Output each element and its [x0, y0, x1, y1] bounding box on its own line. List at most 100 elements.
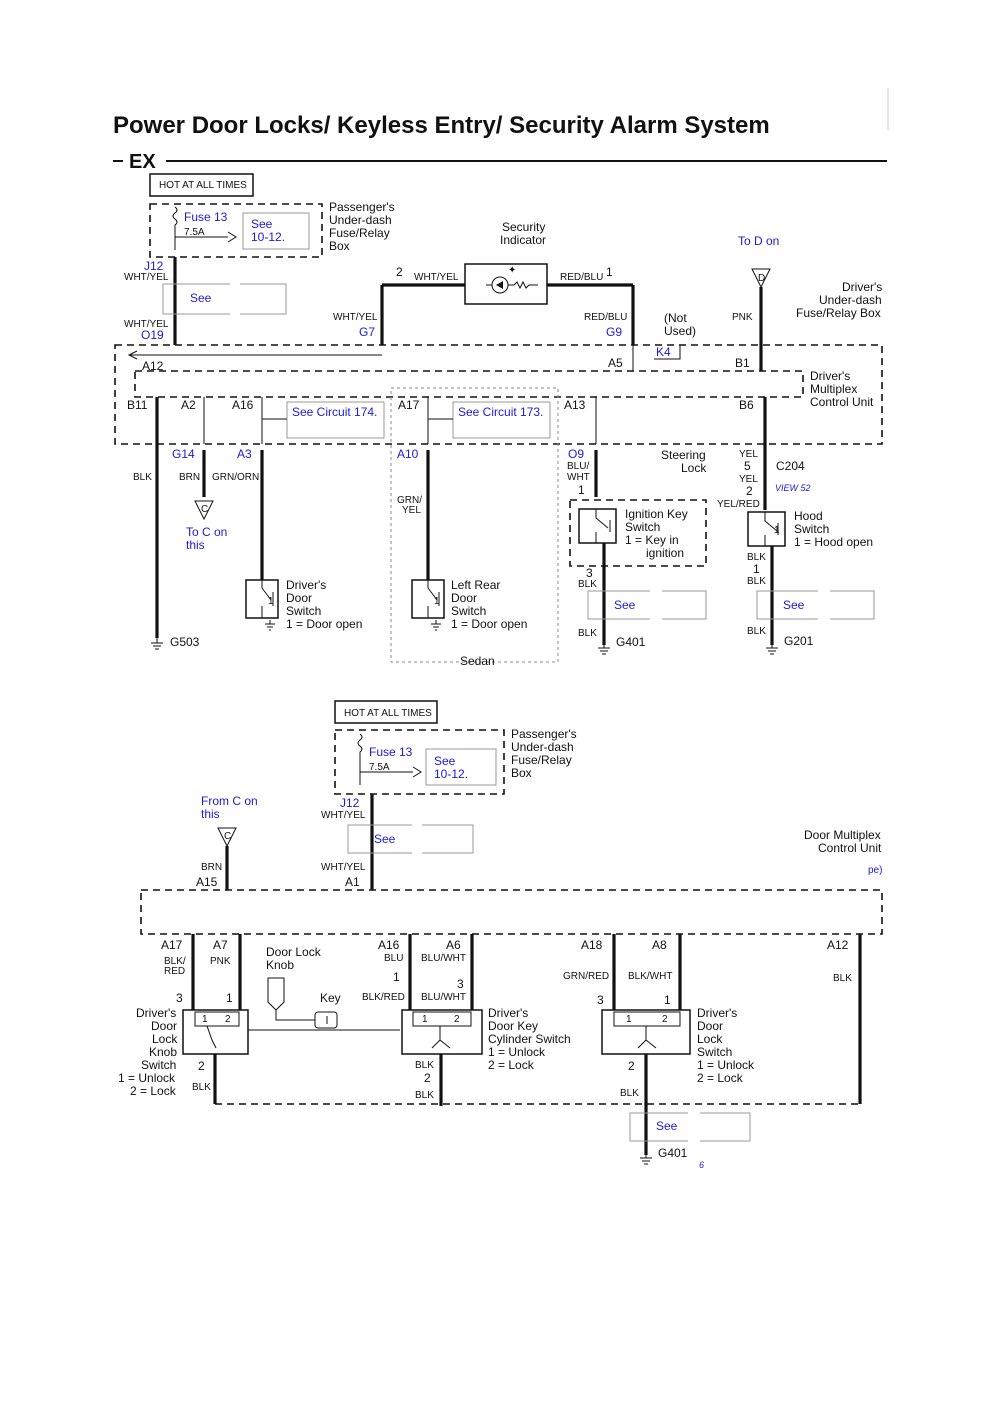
wire-label-wht: WHT [567, 472, 590, 483]
security-indicator-label-2: Indicator [500, 233, 546, 247]
see-circuit-173[interactable]: See Circuit 173. [458, 405, 543, 419]
knob-switch-label-4: Knob [149, 1045, 177, 1059]
wire-label-blk-slash: BLK/ [164, 956, 186, 967]
wire-label-pnk-1: PNK [732, 312, 753, 323]
pin-1-ind: 1 [606, 265, 613, 279]
dls-label-4: Switch [697, 1045, 732, 1059]
wire-label-yel-3: YEL [739, 474, 758, 485]
wire-label-blk-9: BLK [415, 1090, 434, 1101]
hood-switch [747, 511, 786, 547]
pin-1-dds: 1 [268, 596, 274, 607]
key-icon [314, 1011, 338, 1029]
pin-1-dls: 1 [664, 993, 671, 1007]
wire-label-blk-b11: BLK [133, 472, 152, 483]
fuse-see-2[interactable]: See [434, 754, 456, 768]
see-box-1 [162, 283, 287, 315]
door-lock-knob-1: Door Lock [266, 945, 322, 959]
knob-switch-label-2: Door [151, 1019, 177, 1033]
conn-b11: B11 [127, 398, 148, 412]
fuse-see-page-2[interactable]: 10-12. [434, 767, 468, 781]
fuse-box-label-4: Box [329, 239, 350, 253]
pin-2-dls-in: 2 [662, 1014, 668, 1025]
from-c-link-1[interactable]: From C on [201, 794, 258, 808]
wire-label-blk-2: BLK [578, 579, 597, 590]
conn-a16-bottom: A16 [378, 938, 400, 952]
ground-g401-top: G401 [616, 635, 646, 649]
conn-a6: A6 [446, 938, 461, 952]
cyl-label-2: Door Key [488, 1019, 538, 1033]
conn-c204: C204 [776, 459, 805, 473]
wire-label-blkred: BLK/RED [362, 992, 405, 1003]
page-title: Power Door Locks/ Keyless Entry/ Securit… [113, 112, 770, 139]
see-link-1[interactable]: See [190, 291, 212, 305]
see-link-hood[interactable]: See [783, 598, 805, 612]
wire-label-whtyel-4: WHT/YEL [333, 312, 378, 323]
hot-label-2: HOT AT ALL TIMES [344, 708, 432, 719]
security-indicator-label-1: Security [502, 220, 545, 234]
wire-label-grnred: GRN/RED [563, 971, 609, 982]
conn-a1: A1 [345, 875, 360, 889]
fuse-relay-box [149, 203, 323, 258]
wire-label-whtyel-1: WHT/YEL [124, 272, 169, 283]
dls-label-2: Door [697, 1019, 723, 1033]
fuse-see-page[interactable]: 10-12. [251, 230, 285, 244]
fuse-box-label-3: Fuse/Relay [329, 226, 390, 240]
d-letter: D [758, 273, 765, 284]
svg-text:✦: ✦ [508, 265, 516, 276]
ground-g201: G201 [784, 634, 814, 648]
door-mcu-outline [140, 889, 883, 935]
wire-label-redblu-2: RED/BLU [584, 312, 627, 323]
from-c-link-2[interactable]: this [201, 807, 220, 821]
drivers-fuse-box-outline [114, 344, 883, 445]
see-link-2[interactable]: See [374, 832, 396, 846]
ign-label-1: Ignition Key [625, 507, 688, 521]
c-letter-bottom: C [224, 831, 231, 842]
hot-at-all-times-box [149, 173, 254, 197]
fuse-arrow [175, 231, 237, 243]
wire-label-blk-3: BLK [578, 628, 597, 639]
see-circuit-174[interactable]: See Circuit 174. [292, 405, 377, 419]
door-lock-knob-icon [267, 977, 285, 1011]
lrds-label-2: Door [451, 591, 477, 605]
conn-o9: O9 [568, 447, 584, 461]
wire-label-blk-11: BLK [833, 973, 852, 984]
wire-label-bluwht-2: BLU/WHT [421, 992, 466, 1003]
knob-switch-label-7: 2 = Lock [130, 1084, 177, 1098]
to-c-link-2[interactable]: this [186, 538, 205, 552]
see-link-ign[interactable]: See [614, 598, 636, 612]
conn-a2: A2 [181, 398, 196, 412]
ign-label-3: 1 = Key in [625, 533, 679, 547]
d-triangle-icon [751, 268, 771, 289]
pin-3-knob: 3 [176, 991, 183, 1005]
ground-icon [265, 620, 275, 631]
conn-b6: B6 [739, 398, 754, 412]
to-c-link-1[interactable]: To C on [186, 525, 227, 539]
fuse-box-label-1: Passenger's [329, 200, 395, 214]
conn-a17-top: A17 [398, 398, 420, 412]
mcu-label-3: Control Unit [810, 395, 874, 409]
conn-b1: B1 [735, 356, 750, 370]
cyl-label-5: 2 = Lock [488, 1058, 535, 1072]
see-link-dls[interactable]: See [656, 1119, 678, 1133]
fuse-rating-2: 7.5A [369, 762, 390, 773]
cyl-label-1: Driver's [488, 1006, 528, 1020]
conn-j12-2: J12 [340, 796, 360, 810]
fuse-name-2: Fuse 13 [369, 745, 413, 759]
dds-label-2: Door [286, 591, 312, 605]
wire-label-red: RED [164, 966, 185, 977]
conn-a18: A18 [581, 938, 603, 952]
to-d-link[interactable]: To D on [738, 234, 779, 248]
conn-a5: A5 [608, 356, 623, 370]
ground-icon [431, 620, 441, 631]
hood-label-1: Hood [794, 509, 823, 523]
wire-label-bluwht-1: BLU/WHT [421, 953, 466, 964]
wire-label-brn-2: BRN [201, 862, 222, 873]
wire-label-yel-1: YEL [402, 505, 421, 516]
wire-label-whtyel-5: WHT/YEL [321, 810, 366, 821]
drv-fuse-box-3: Fuse/Relay Box [796, 306, 881, 320]
knob-switch-label-1: Driver's [136, 1006, 176, 1020]
view-52-link[interactable]: VIEW 52 [775, 483, 811, 493]
wire-label-grnorn: GRN/ORN [212, 472, 259, 483]
fuse-see[interactable]: See [251, 217, 273, 231]
ign-label-4: ignition [646, 546, 684, 560]
